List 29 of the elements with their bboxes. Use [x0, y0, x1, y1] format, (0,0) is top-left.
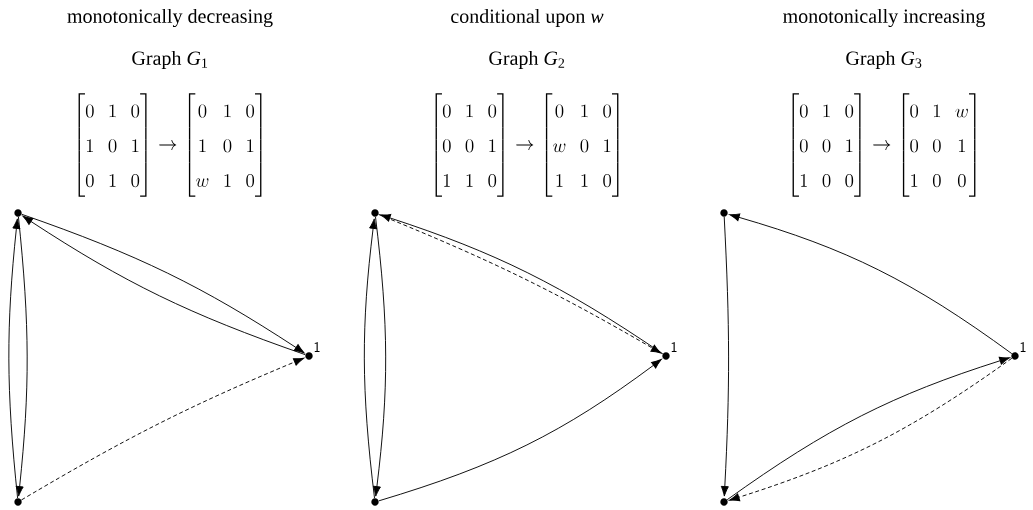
adjacency-matrices: $\begin{bmatrix}0 & 1 & 0\\ 1 & 0 & 1\\ 0 & 1 & 0\end{bmatrix}\rightarrow\begin{bmatrix}0 & 1 & 0\\ 1 & 0 & 1\\ w & 1 & 0\end{bmatrix}$ [78, 93, 262, 197]
panel-heading: conditional upon w [451, 8, 604, 28]
vertex-label: 1 [671, 342, 677, 352]
arrow [363, 218, 378, 499]
graph-name: Graph G$_{3}$ [846, 50, 922, 70]
adjacency-matrices: $\begin{bmatrix}0 & 1 & 0\\ 0 & 0 & 1\\ 1 & 1 & 0\end{bmatrix}\rightarrow\begin{bmatrix}0 & 1 & 0\\ w & 0 & 1\\ 1 & 1 & 0\end{bmatrix}$ [435, 93, 619, 197]
graph-vertex [1011, 352, 1019, 360]
graph-vertex [662, 352, 670, 360]
arrow [378, 359, 662, 502]
panel-heading: monotonically increasing [783, 8, 985, 28]
arrow [8, 218, 21, 499]
graph-name: Graph G$_{1}$ [132, 50, 208, 70]
graph-vertex [14, 209, 22, 217]
graph-vertex [14, 498, 22, 506]
adjacency-matrices: $\begin{bmatrix}0 & 1 & 0\\ 0 & 0 & 1\\ 1 & 0 & 0\end{bmatrix}\rightarrow\begin{bmatrix}0 & 1 & w\\ 0 & 0 & 1\\ 1 & 0 & 0\end{bmatrix}$ [792, 93, 976, 197]
graph-vertex [720, 498, 728, 506]
arrow [729, 213, 1013, 355]
graph-vertex [720, 209, 728, 217]
graph-vertex [371, 498, 379, 506]
graph-vertex [305, 352, 313, 360]
arrow [372, 216, 387, 497]
graph-vertex [371, 209, 379, 217]
vertex-label: 1 [314, 342, 320, 352]
panel-heading: monotonically decreasing [67, 8, 273, 28]
arrow [15, 216, 28, 497]
graph-name: Graph G$_{2}$ [489, 50, 565, 70]
arrow [20, 357, 304, 501]
arrow [720, 216, 730, 497]
vertex-label: 1 [1020, 342, 1026, 352]
